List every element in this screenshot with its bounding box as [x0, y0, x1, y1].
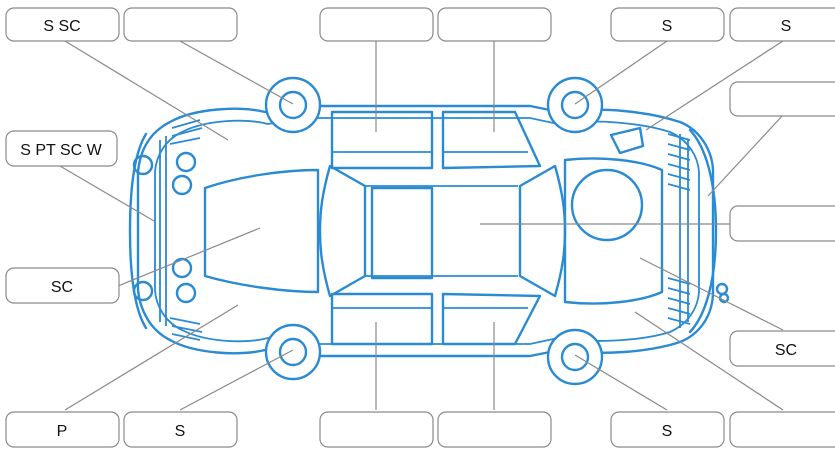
- windshield: [320, 166, 365, 296]
- rear-left-wheel-icon: [548, 78, 602, 132]
- label-text: S: [175, 423, 186, 440]
- label-text: S: [662, 423, 673, 440]
- roof: [372, 188, 432, 278]
- label-left-upper: S PT SC W: [6, 131, 117, 166]
- label-right-upper: [730, 82, 835, 116]
- doors-top: [332, 112, 540, 168]
- label-text: SC: [775, 342, 797, 359]
- label-text: S: [662, 18, 673, 35]
- label-top-left-1: S SC: [6, 8, 119, 41]
- label-bottom-right-1: S: [611, 412, 724, 447]
- label-left-lower: SC: [6, 268, 119, 303]
- label-text: S: [781, 18, 792, 35]
- hood: [205, 170, 318, 292]
- left-headlight-icon: [134, 156, 152, 174]
- label-top-mid-2: [438, 8, 551, 41]
- trunk-lid: [565, 158, 662, 303]
- doors-bottom: [332, 294, 540, 344]
- label-bottom-right-2: [730, 412, 835, 447]
- front-right-wheel-icon: [266, 325, 320, 379]
- label-top-right-2: S: [730, 8, 835, 41]
- front-left-wheel-icon: [266, 78, 320, 132]
- label-text: S PT SC W: [20, 142, 102, 159]
- leader-lines: [60, 41, 783, 410]
- label-bottom-mid-1: [320, 412, 433, 447]
- label-top-mid-1: [320, 8, 433, 41]
- label-right-mid: [730, 206, 835, 241]
- label-text: SC: [51, 279, 73, 296]
- left-headlight-lower-icon: [134, 282, 152, 300]
- rear-vent: [611, 128, 643, 153]
- label-bottom-mid-2: [438, 412, 551, 447]
- label-text: P: [57, 423, 68, 440]
- spare-cover-icon: [572, 170, 642, 240]
- label-top-right-1: S: [611, 8, 724, 41]
- rear-window: [520, 166, 565, 296]
- wheels: [266, 78, 602, 384]
- label-top-left-2: [124, 8, 237, 41]
- rear-right-wheel-icon: [548, 330, 602, 384]
- car-outline: [138, 106, 713, 356]
- label-bottom-left-2: S: [124, 412, 237, 447]
- label-text: S SC: [43, 18, 80, 35]
- label-bottom-left-1: P: [6, 412, 119, 447]
- label-right-lower: SC: [730, 331, 835, 366]
